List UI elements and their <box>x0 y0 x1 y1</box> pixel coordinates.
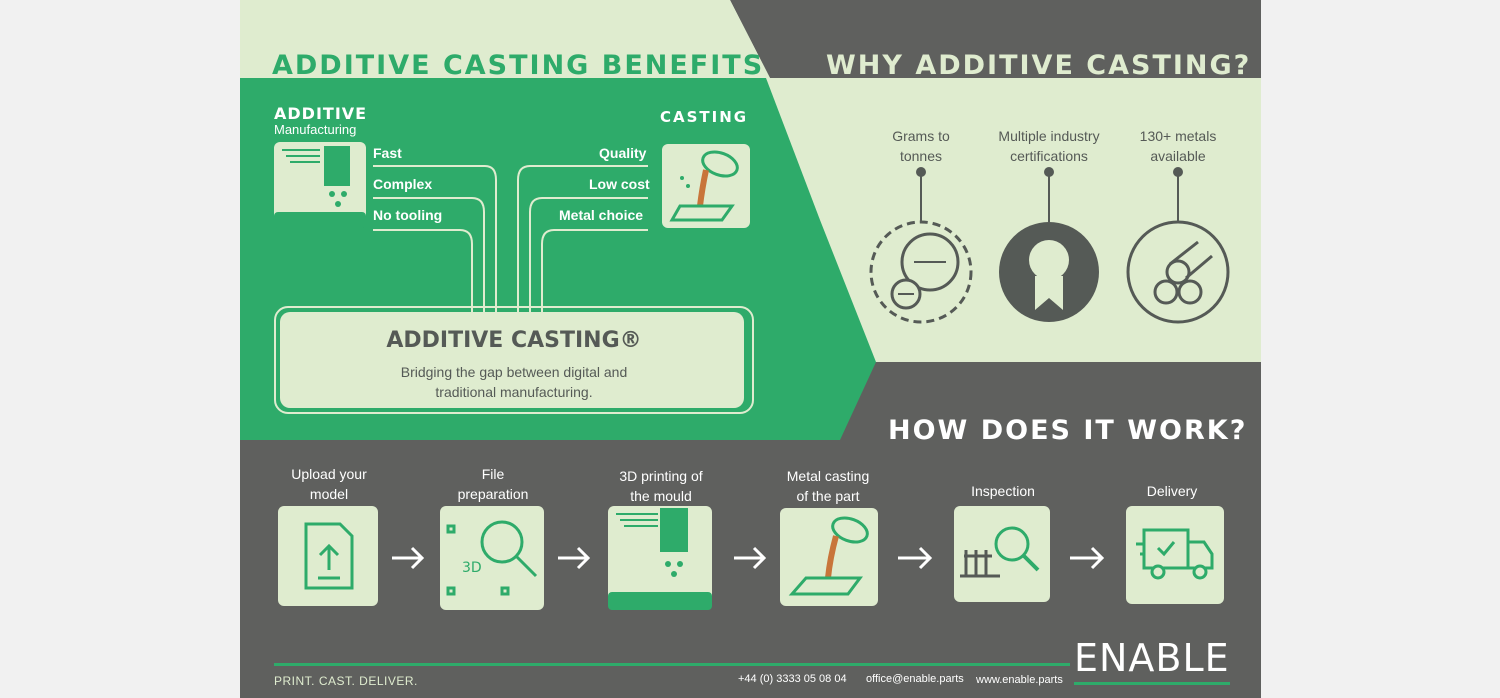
infographic: ADDITIVE CASTING BENEFITS WHY ADDITIVE C… <box>240 0 1261 698</box>
box-line1: Bridging the gap between digital and <box>400 364 628 380</box>
connector-lines <box>373 165 648 312</box>
website-link[interactable]: www.enable.parts <box>976 674 1063 686</box>
box-title: ADDITIVE CASTING® <box>386 328 642 353</box>
why-title: WHY ADDITIVE CASTING? <box>826 50 1252 81</box>
printer-box <box>274 142 366 228</box>
step-label: Delivery <box>1146 483 1198 499</box>
casting-item: Quality <box>599 145 647 161</box>
step-label: Inspection <box>971 483 1035 499</box>
casting-box <box>662 144 750 228</box>
upload-icon <box>304 522 354 590</box>
printer-icon <box>274 146 366 228</box>
casting-item: Metal choice <box>559 207 644 223</box>
footer-line <box>274 663 1070 666</box>
additive-item: No tooling <box>373 207 443 223</box>
box-line2: traditional manufacturing. <box>435 384 593 400</box>
additive-item: Fast <box>373 145 402 161</box>
metal-bars-icon <box>1126 220 1230 324</box>
svg-text:3D: 3D <box>462 560 482 576</box>
printer-icon <box>608 508 712 610</box>
enable-logo: ENABLE <box>1074 636 1230 680</box>
casting-item: Low cost <box>589 176 650 192</box>
file-preparation-icon: 3D <box>446 520 538 596</box>
inspection-icon <box>960 526 1040 578</box>
casting-icon <box>669 150 739 222</box>
additive-item: Complex <box>373 176 433 192</box>
how-title: HOW DOES IT WORK? <box>888 415 1248 446</box>
logo-underline <box>1074 682 1230 685</box>
step-icons: 3D <box>278 506 1224 610</box>
arrow-icons <box>392 546 1105 570</box>
email-link[interactable]: office@enable.parts <box>866 673 964 685</box>
scale-icon <box>869 220 973 324</box>
additive-casting-box: ADDITIVE CASTING® Bridging the gap betwe… <box>274 306 754 414</box>
why-icons <box>869 167 1230 324</box>
certificate-icon <box>999 222 1099 322</box>
additive-title: ADDITIVE <box>274 104 368 123</box>
additive-subtitle: Manufacturing <box>274 122 357 137</box>
benefits-title: ADDITIVE CASTING BENEFITS <box>272 50 765 81</box>
tagline: PRINT. CAST. DELIVER. <box>274 674 418 688</box>
truck-icon <box>1136 528 1214 580</box>
casting-title: CASTING <box>660 108 749 126</box>
phone-text: +44 (0) 3333 05 08 04 <box>738 673 847 685</box>
casting-icon <box>788 516 869 596</box>
